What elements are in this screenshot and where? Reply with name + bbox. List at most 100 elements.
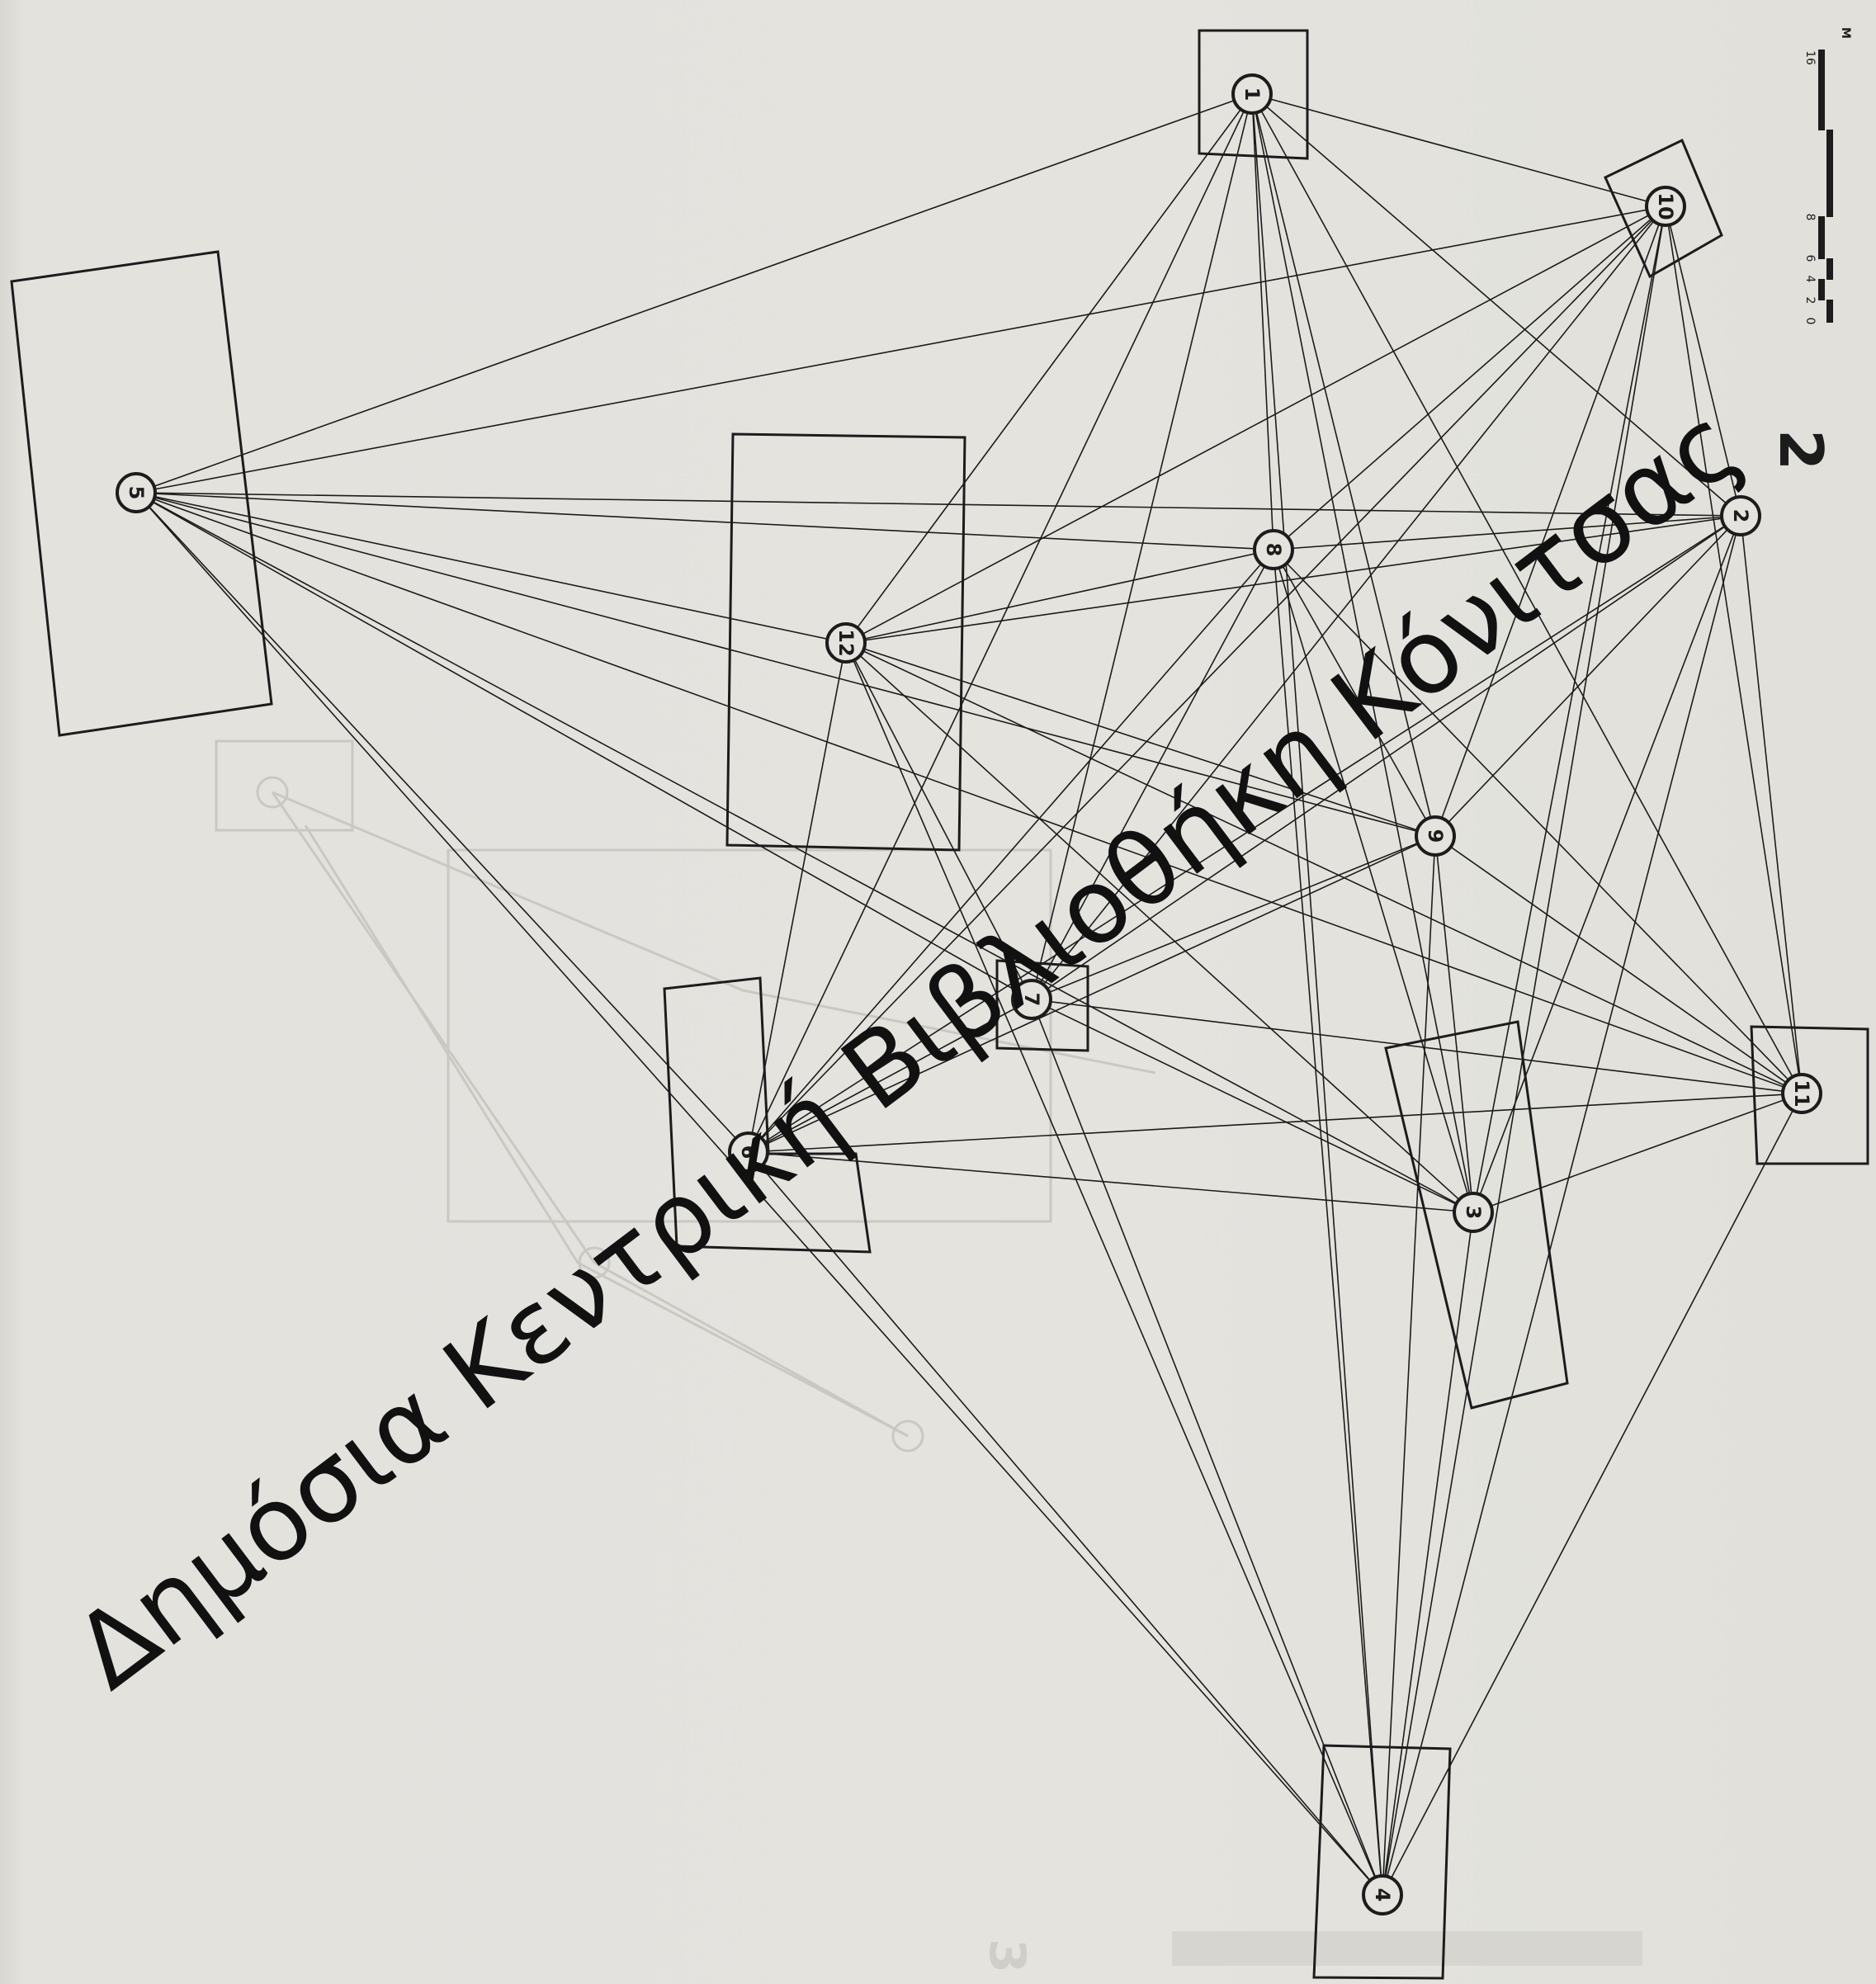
connection-line-1-2 — [1251, 93, 1741, 517]
connection-line-9-4 — [1382, 835, 1436, 1896]
node-marker-1 — [1231, 73, 1273, 115]
scale-tick-2: 2 — [1803, 297, 1817, 305]
connection-line-9-3 — [1434, 835, 1474, 1213]
node-label-11: 11 — [1790, 1079, 1813, 1107]
connection-line-5-7 — [135, 492, 1033, 1000]
connection-line-12-11 — [845, 642, 1803, 1094]
node-10: 10 — [1645, 186, 1686, 227]
connection-line-2-4 — [1382, 515, 1741, 1896]
connection-line-8-11 — [1273, 549, 1803, 1094]
connection-line-2-9 — [1434, 515, 1741, 837]
connection-line-7-6 — [748, 999, 1033, 1153]
node-8: 8 — [1253, 529, 1294, 570]
node-marker-5 — [116, 472, 157, 513]
connection-line-6-4 — [748, 1151, 1383, 1896]
building-outline-3 — [1384, 1020, 1569, 1410]
connection-line-9-6 — [748, 835, 1436, 1153]
connection-line-10-9 — [1434, 205, 1666, 837]
building-outline-11 — [1750, 1025, 1869, 1165]
node-1: 1 — [1231, 73, 1273, 115]
connection-line-5-10 — [135, 205, 1666, 494]
connection-line-10-8 — [1273, 205, 1666, 550]
connection-line-5-8 — [135, 492, 1274, 550]
connection-line-1-7 — [1031, 93, 1253, 1000]
node-marker-6 — [728, 1131, 769, 1173]
node-11: 11 — [1781, 1073, 1822, 1114]
node-label-6: 6 — [737, 1146, 760, 1160]
scale-tick-0: 0 — [1803, 318, 1817, 325]
connection-line-8-6 — [748, 549, 1274, 1153]
node-5: 5 — [116, 472, 157, 513]
node-12: 12 — [825, 622, 867, 664]
connection-line-8-4 — [1273, 549, 1383, 1896]
scale-tick-4: 4 — [1803, 276, 1817, 283]
connection-line-11-4 — [1382, 1093, 1803, 1896]
node-4: 4 — [1362, 1874, 1403, 1916]
connection-line-3-11 — [1472, 1093, 1803, 1213]
connection-line-2-8 — [1273, 515, 1741, 550]
connection-line-5-2 — [135, 492, 1741, 517]
connection-line-12-4 — [845, 642, 1383, 1896]
connection-line-5-3 — [135, 492, 1474, 1213]
connection-line-10-3 — [1472, 205, 1666, 1213]
connection-line-12-6 — [748, 642, 847, 1153]
connection-line-6-3 — [748, 1151, 1474, 1213]
connection-line-1-6 — [748, 93, 1253, 1153]
connection-line-8-3 — [1273, 549, 1474, 1213]
connection-line-5-11 — [135, 492, 1803, 1094]
node-marker-3 — [1453, 1192, 1494, 1233]
connection-line-7-3 — [1031, 999, 1474, 1213]
connection-line-1-3 — [1251, 93, 1474, 1213]
connection-line-5-9 — [135, 492, 1436, 837]
figure-number: 2 — [1766, 429, 1836, 470]
node-label-1: 1 — [1240, 87, 1264, 102]
connection-line-1-11 — [1251, 93, 1803, 1094]
scale-bar: 0 2 4 6 8 16 M — [1803, 27, 1852, 324]
connection-line-8-7 — [1031, 549, 1274, 1000]
scale-tick-8: 8 — [1803, 214, 1817, 221]
connection-line-10-11 — [1665, 205, 1803, 1094]
node-label-10: 10 — [1654, 192, 1677, 220]
node-label-9: 9 — [1424, 829, 1447, 843]
node-marker-11 — [1781, 1073, 1822, 1114]
node-3: 3 — [1453, 1192, 1494, 1233]
connection-line-7-11 — [1031, 999, 1803, 1094]
connection-line-6-11 — [748, 1093, 1803, 1153]
node-label-12: 12 — [834, 629, 858, 656]
connection-line-3-4 — [1382, 1212, 1474, 1896]
building-outline-7 — [995, 959, 1089, 1052]
node-label-7: 7 — [1020, 993, 1043, 1007]
node-marker-2 — [1720, 495, 1761, 536]
scale-tick-16: 16 — [1803, 50, 1817, 65]
ghost-figure-number: 3 — [978, 1939, 1036, 1973]
connection-line-2-12 — [845, 515, 1741, 644]
node-marker-7 — [1011, 979, 1052, 1020]
connection-line-10-2 — [1665, 205, 1741, 517]
node-marker-8 — [1253, 529, 1294, 570]
connection-line-2-11 — [1740, 515, 1803, 1094]
scale-tick-6: 6 — [1803, 255, 1817, 262]
connection-line-10-6 — [748, 205, 1666, 1153]
node-marker-4 — [1362, 1874, 1403, 1916]
connection-line-1-9 — [1251, 93, 1436, 837]
connection-line-10-12 — [845, 205, 1666, 644]
building-outline-5 — [10, 250, 273, 737]
connection-line-1-10 — [1251, 93, 1666, 207]
node-marker-9 — [1415, 815, 1456, 857]
connection-line-5-4 — [135, 492, 1383, 1896]
node-6: 6 — [728, 1131, 769, 1173]
node-label-3: 3 — [1462, 1206, 1485, 1220]
connection-line-10-4 — [1382, 205, 1666, 1896]
node-label-2: 2 — [1729, 509, 1752, 523]
connection-line-12-7 — [845, 642, 1033, 1000]
node-2: 2 — [1720, 495, 1761, 536]
building-outline-4 — [1312, 1744, 1452, 1980]
connection-line-1-4 — [1251, 93, 1383, 1896]
node-7: 7 — [1011, 979, 1052, 1020]
connection-line-9-7 — [1031, 835, 1436, 1000]
connection-lines — [135, 93, 1803, 1896]
connection-line-7-4 — [1031, 999, 1383, 1896]
